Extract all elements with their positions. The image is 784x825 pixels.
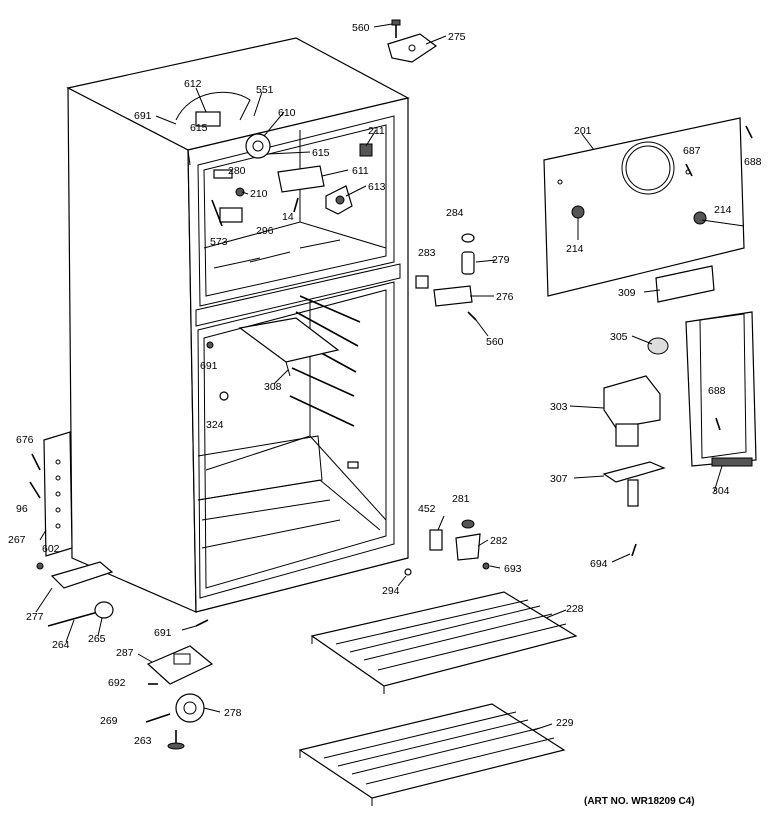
air-duct-parts [602,311,757,557]
callout-283: 283 [418,247,436,259]
callout-214: 214 [714,204,732,216]
callout-201: 201 [574,125,592,137]
evaporator-cover [543,117,753,303]
callout-610: 610 [278,107,296,119]
callout-281: 281 [452,493,470,505]
wire-shelf-229 [298,703,566,806]
base-components [29,453,214,750]
callout-309: 309 [618,287,636,299]
callout-308: 308 [264,381,282,393]
callout-96: 96 [16,503,28,515]
callout-263: 263 [134,735,152,747]
callout-304: 304 [712,485,730,497]
callout-691: 691 [134,110,152,122]
callout-303: 303 [550,401,568,413]
callout-265: 265 [88,633,106,645]
callout-269: 269 [100,715,118,727]
callout-229: 229 [556,717,574,729]
callout-labels: 560 275 612 551 691 615 610 211 615 280 … [8,22,762,807]
callout-692: 692 [108,677,126,689]
callout-211: 211 [368,125,385,137]
callout-560: 560 [486,336,504,348]
callout-691: 691 [154,627,172,639]
callout-276: 276 [496,291,514,303]
callout-324: 324 [206,419,224,431]
callout-284: 284 [446,207,464,219]
callout-275: 275 [448,31,466,43]
fresh-food-components [206,317,359,469]
callout-693: 693 [504,563,522,575]
freezer-components [175,19,438,227]
callout-615: 615 [190,122,208,134]
callout-687: 687 [683,145,701,157]
callout-210: 210 [250,188,268,200]
callout-279: 279 [492,254,510,266]
callout-307: 307 [550,473,568,485]
callout-294: 294 [382,585,400,597]
wire-shelf-228 [310,591,578,694]
art-number-caption: (ART NO. WR18209 C4) [584,796,695,807]
callout-214: 214 [566,243,584,255]
callout-676: 676 [16,434,34,446]
door-hardware [404,233,490,576]
callout-287: 287 [116,647,134,659]
callout-611: 611 [352,165,369,177]
callout-228: 228 [566,603,584,615]
callout-280: 280 [228,165,246,177]
refrigerator-cabinet [43,37,410,613]
leader-lines [35,23,745,731]
callout-613: 613 [368,181,386,193]
callout-277: 277 [26,611,44,623]
callout-602: 602 [42,543,60,555]
callout-694: 694 [590,558,608,570]
callout-551: 551 [256,84,274,96]
callout-267: 267 [8,534,26,546]
callout-688: 688 [744,156,762,168]
callout-278: 278 [224,707,242,719]
callout-688: 688 [708,385,726,397]
callout-305: 305 [610,331,628,343]
callout-264: 264 [52,639,70,651]
callout-573: 573 [210,236,228,248]
callout-452: 452 [418,503,436,515]
callout-612: 612 [184,78,202,90]
callout-691: 691 [200,360,218,372]
callout-615: 615 [312,147,330,159]
callout-296: 296 [256,225,274,237]
callout-14: 14 [282,211,294,223]
callout-282: 282 [490,535,508,547]
callout-560: 560 [352,22,370,34]
